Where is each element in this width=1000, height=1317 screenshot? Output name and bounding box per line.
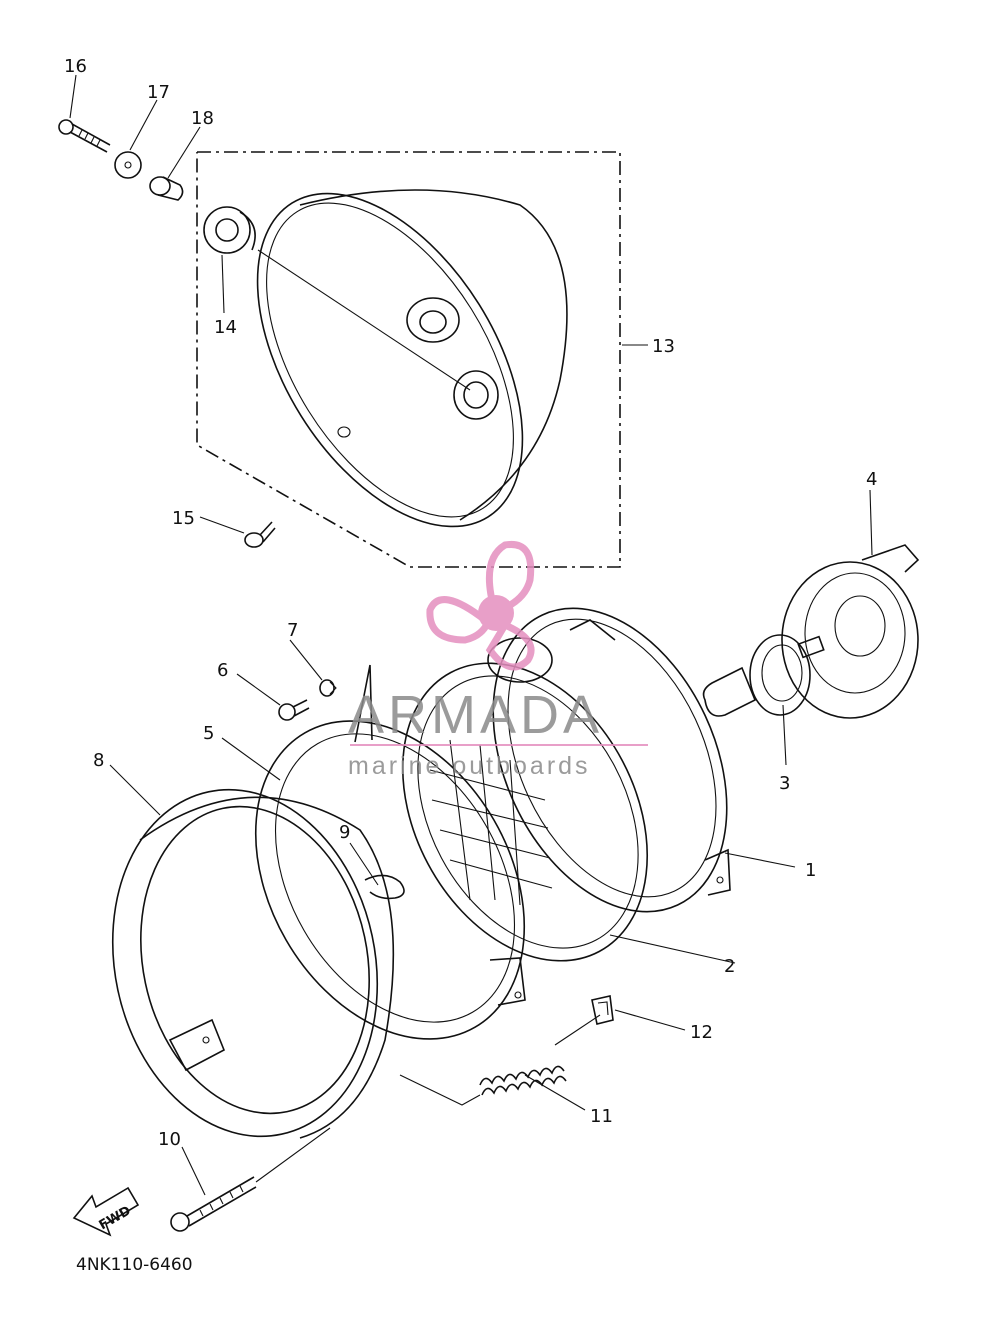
callout-10: 10 — [158, 1129, 181, 1150]
callout-11: 11 — [590, 1106, 613, 1127]
callout-2: 2 — [724, 956, 735, 977]
callout-9: 9 — [339, 822, 350, 843]
mounting-screw-part — [170, 1127, 331, 1232]
small-screw-part — [278, 699, 310, 721]
fwd-label: FWD — [97, 1203, 134, 1233]
washer-part — [114, 151, 142, 179]
watermark-brand: ARMADA — [348, 685, 603, 745]
bolt-part — [58, 119, 111, 153]
callout-15: 15 — [172, 508, 195, 529]
callout-6: 6 — [217, 660, 228, 681]
headlight-body-part — [196, 151, 621, 568]
propeller-logo-icon — [426, 540, 535, 671]
callout-1: 1 — [805, 860, 816, 881]
callout-14: 14 — [214, 317, 237, 338]
nut-part — [319, 679, 337, 697]
callout-16: 16 — [64, 56, 87, 77]
fwd-arrow-icon: FWD — [72, 1186, 140, 1237]
callout-13: 13 — [652, 336, 675, 357]
part-code: 4NK110-6460 — [76, 1255, 193, 1275]
headlight-rim-part — [111, 788, 395, 1139]
callout-7: 7 — [287, 620, 298, 641]
collar-part — [149, 176, 184, 201]
grommet-part — [203, 206, 256, 254]
watermark-tagline: marine outboards — [348, 752, 591, 780]
screw-part — [244, 521, 276, 548]
callout-labels: 1 2 3 4 5 6 7 8 9 10 11 12 13 14 15 16 1… — [64, 56, 877, 1150]
headlight-bulb-part — [702, 634, 825, 717]
headlight-case-part — [487, 607, 731, 913]
headlight-lens-part — [401, 662, 649, 962]
square-nut-part — [591, 995, 614, 1025]
callout-8: 8 — [93, 750, 104, 771]
lens-housing-part — [254, 664, 526, 1040]
armada-watermark: ARMADA marine outboards — [348, 540, 648, 780]
callout-5: 5 — [203, 723, 214, 744]
callout-18: 18 — [191, 108, 214, 129]
socket-cover-part — [781, 544, 920, 719]
adjusting-spring-part — [399, 1014, 601, 1106]
callout-4: 4 — [866, 469, 877, 490]
callout-3: 3 — [779, 773, 790, 794]
leader-lines — [69, 74, 873, 1196]
callout-17: 17 — [147, 82, 170, 103]
assembly-boundary-dashed — [196, 151, 621, 568]
callout-12: 12 — [690, 1022, 713, 1043]
